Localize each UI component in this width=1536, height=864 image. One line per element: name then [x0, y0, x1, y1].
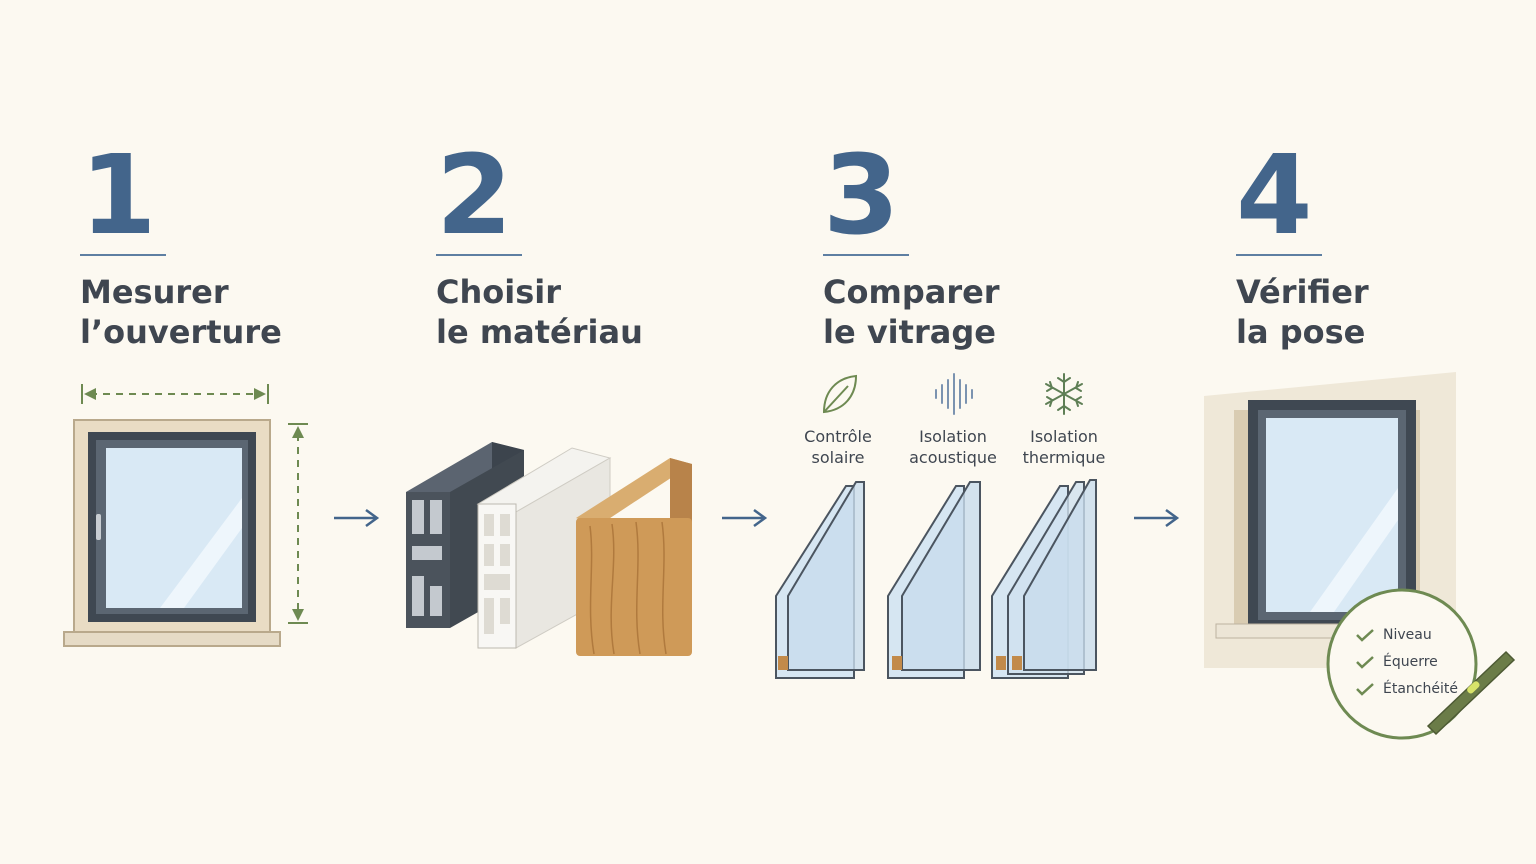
step-underline [436, 254, 522, 256]
step-title: Comparer le vitrage [823, 272, 1123, 352]
checklist: Niveau Équerre Étanchéité [1355, 621, 1458, 702]
step-title: Mesurer l’ouverture [80, 272, 380, 352]
step-underline [80, 254, 166, 256]
step-title: Choisir le matériau [436, 272, 736, 352]
step-number: 3 [823, 131, 900, 259]
measured-window-illustration [63, 384, 308, 647]
step-title-line2: la pose [1236, 313, 1366, 351]
glazing-label-thermal: Isolation thermique [1022, 427, 1106, 467]
leaf-icon [822, 374, 858, 414]
checklist-item: Étanchéité [1355, 675, 1458, 702]
width-dimension-arrow [81, 384, 269, 404]
step-title-line1: Comparer [823, 273, 1000, 311]
arrow-icon [334, 508, 380, 528]
snowflake-icon [1045, 373, 1083, 415]
double-glazing-unit [775, 481, 865, 679]
step-title-line1: Choisir [436, 273, 562, 311]
glazing-units-illustration [775, 479, 1097, 679]
checklist-item: Niveau [1355, 621, 1458, 648]
step-title-line2: le matériau [436, 313, 643, 351]
spirit-level-icon [1426, 650, 1516, 736]
step-title-line1: Mesurer [80, 273, 229, 311]
step-title: Vérifier la pose [1236, 272, 1536, 352]
soundwave-icon [935, 373, 973, 415]
acoustic-glazing-unit [887, 481, 981, 679]
glazing-label-solar: Contrôle solaire [804, 427, 872, 467]
arrow-icon [722, 508, 768, 528]
window-frame [63, 419, 281, 647]
step-title-line2: le vitrage [823, 313, 996, 351]
step-number: 1 [80, 131, 157, 259]
step-title-line1: Vérifier [1236, 273, 1369, 311]
checklist-badge [1326, 588, 1478, 740]
step-number: 2 [436, 131, 513, 259]
arrow-icon [1134, 508, 1180, 528]
height-dimension-arrow [288, 423, 308, 624]
triple-glazing-unit [991, 479, 1097, 679]
material-profiles-illustration [406, 442, 692, 656]
step-number: 4 [1236, 131, 1313, 259]
step-underline [823, 254, 909, 256]
installed-window-illustration [1204, 372, 1516, 740]
check-icon [1356, 628, 1374, 642]
step-underline [1236, 254, 1322, 256]
check-icon [1356, 655, 1374, 669]
glazing-label-acoustic: Isolation acoustique [909, 427, 997, 467]
checklist-item: Équerre [1355, 648, 1458, 675]
step-title-line2: l’ouverture [80, 313, 282, 351]
wood-profile [576, 458, 692, 656]
check-icon [1356, 682, 1374, 696]
